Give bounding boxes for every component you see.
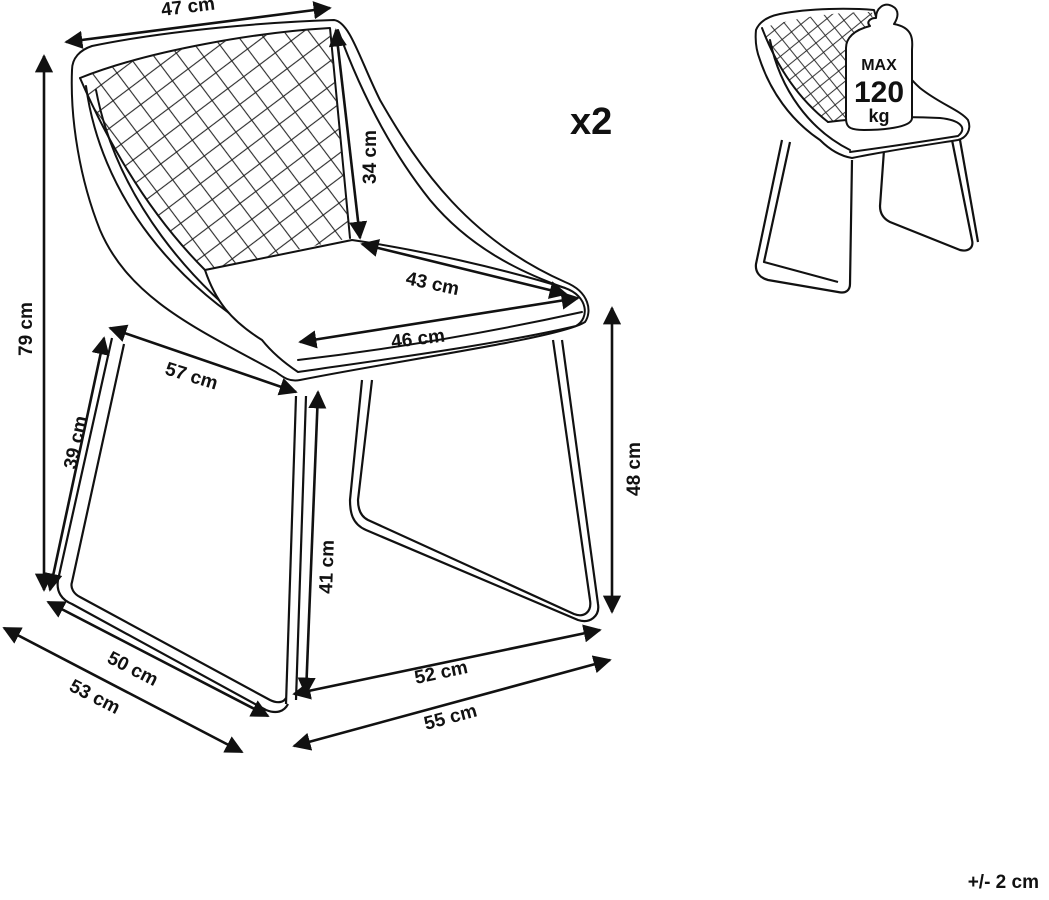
label-total-height: 79 cm: [16, 302, 37, 356]
tolerance-note: +/- 2 cm: [967, 872, 1039, 893]
sled-base-frame: [56, 337, 600, 714]
label-backrest-width: 47 cm: [160, 0, 216, 21]
main-chair-drawing: [56, 19, 600, 714]
label-base-width-outer: 55 cm: [422, 701, 479, 735]
label-base-width-inner: 52 cm: [413, 657, 470, 689]
arrow-leg-height: [297, 390, 327, 696]
label-base-depth-outer: 53 cm: [66, 676, 124, 719]
arrow-seat-depth: [360, 239, 568, 299]
arrow-base-depth-outer: [2, 626, 244, 754]
arrow-arm-depth: [108, 324, 298, 396]
dimension-arrows: [2, 1, 622, 754]
weight-badge: MAX 120 kg: [845, 3, 914, 131]
arrow-arm-height: [44, 336, 110, 592]
arrow-seat-width: [298, 291, 580, 349]
label-seat-height: 48 cm: [624, 442, 645, 496]
label-backrest-height: 34 cm: [360, 130, 381, 184]
arrow-backrest-height: [328, 28, 368, 240]
arrow-backrest-width: [64, 1, 332, 49]
label-arm-height: 39 cm: [60, 414, 92, 471]
thumbnail-chair-drawing: MAX 120 kg: [754, 3, 980, 294]
label-leg-height: 41 cm: [316, 540, 339, 595]
weight-unit-label: kg: [868, 106, 889, 126]
weight-max-label: MAX: [861, 57, 897, 74]
quantity-label: x2: [570, 101, 612, 143]
weight-value-label: 120: [854, 76, 904, 109]
arrow-base-width-outer: [292, 655, 612, 751]
